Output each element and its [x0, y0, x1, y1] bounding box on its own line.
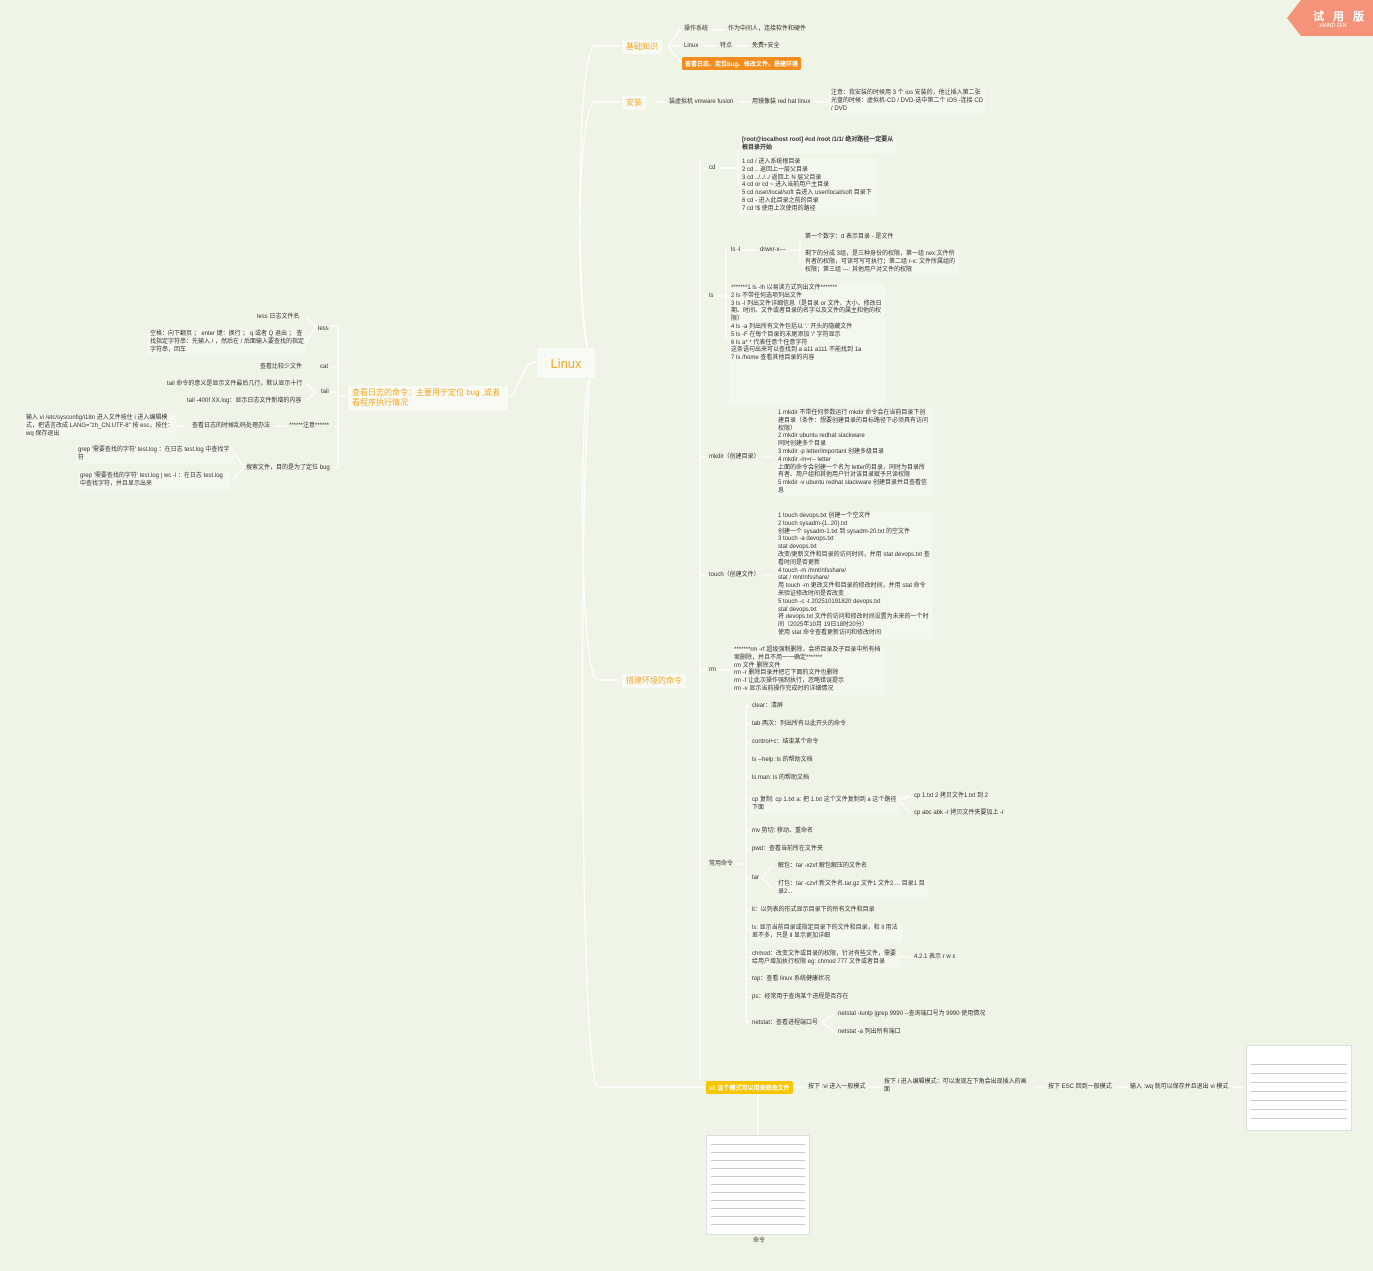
node-install-image[interactable]: 用镜像装 red hat linux	[752, 99, 811, 105]
node-purpose-highlight[interactable]: 查看日志、定位bug、修改文件、搭建环境	[682, 57, 801, 70]
node-install-vm[interactable]: 装虚拟机 vmware fusion	[669, 99, 734, 105]
node-vi-step3[interactable]: 按下 ESC 回到一般模式	[1048, 1084, 1112, 1090]
node-tar-pack[interactable]: 打包：tar -czvf 新文件名.tar.gz 文件1 文件2 ... 目录1…	[776, 880, 928, 898]
branch-basics[interactable]: 基础知识	[622, 40, 662, 54]
node-man[interactable]: ls man: ls 的帮助文档	[752, 775, 810, 781]
node-cp2[interactable]: cp abc abk -r 拷贝文件夹要加上 -r	[914, 810, 1005, 816]
node-cd-head[interactable]: [root@localhost root] #cd /root /1/1/ 绝对…	[740, 136, 896, 154]
node-mkdir[interactable]: mkdir（创建目录）	[709, 454, 760, 460]
central-topic[interactable]: Linux	[536, 347, 596, 379]
node-ls-first-digit[interactable]: 第一个数字：d 表示目录 - 是文件	[805, 234, 894, 240]
node-cat[interactable]: cat	[320, 364, 329, 370]
node-ls-perm-desc[interactable]: 剩下的分成 3组，是三种身份的权限，第一组 rwx:文件所有者的权限，可读可写可…	[803, 250, 959, 276]
node-os-desc[interactable]: 作为中间人，连接软件和硬件	[728, 26, 807, 32]
node-netstat-grep[interactable]: netstat -tunlp |grep 9990 --查询端口号为 9990 …	[838, 1011, 986, 1017]
node-grep1[interactable]: grep '需要查找的字符' test.log ：在日志 test.log 中查…	[76, 446, 234, 464]
node-touch[interactable]: touch（创建文件）	[709, 572, 760, 578]
trial-badge-subtitle: XMIND ZEN	[1319, 23, 1347, 29]
node-note-label[interactable]: ******注意******	[289, 423, 330, 429]
command-table-caption: 命令	[753, 1238, 766, 1244]
node-tab[interactable]: tab 两次：列出所有以此开头的命令	[752, 721, 847, 727]
node-chmod[interactable]: chmod：改变文件或目录的权限，针对有些文件，需要给用户增加执行权限 eg: …	[750, 950, 900, 968]
node-less-file[interactable]: less 日志文件名	[257, 314, 300, 320]
node-vi-step1[interactable]: 按下 :vi 进入一般模式	[808, 1084, 866, 1090]
node-netstat-all[interactable]: netstat -a 列出所有端口	[838, 1029, 901, 1035]
node-ls-compare[interactable]: ls: 显示当前目录或指定目录下的文件和目录，和 ll 用法差不多，只是 ll …	[750, 924, 902, 942]
branch-env[interactable]: 搭建环境的命令	[622, 674, 686, 688]
node-ctrlc[interactable]: control+c：结束某个命令	[752, 739, 819, 745]
node-netstat[interactable]: netstat：查看进程端口号	[752, 1020, 819, 1026]
node-vi-step2[interactable]: 按下 i 进入编辑模式：可以发现左下角会出现插入的画面	[884, 1079, 1027, 1093]
node-garbled[interactable]: 查看日志的时候乱码处理办法	[192, 423, 271, 429]
branch-logs[interactable]: 查看日志的命令：主要用于定位 bug ,或者看程序执行情况	[348, 386, 508, 410]
node-less-keys[interactable]: 空格：向下翻页 ； enter 键：换行 ； q 或者 Q 退出 ； 查找指定字…	[148, 330, 306, 356]
node-ls-perm[interactable]: drwxr-x---	[760, 247, 786, 253]
node-ps[interactable]: ps：经常用于查询某个进程是否存在	[752, 994, 849, 1000]
node-tail[interactable]: tail	[321, 389, 329, 395]
node-rm[interactable]: rm	[709, 667, 716, 673]
node-ls-items[interactable]: *******1 ls -lh 以易读方式列出文件******* 2 ls 不带…	[729, 284, 885, 406]
node-pwd[interactable]: pwd：查看当前所在文件夹	[752, 846, 824, 852]
node-vi-step4[interactable]: 输入 :wq 就可以保存并且退出 vi 模式	[1130, 1084, 1229, 1090]
node-cd[interactable]: cd	[709, 165, 716, 171]
node-tail-desc2[interactable]: tail -400f XX.log：显示日志文件新增的内容	[187, 398, 302, 404]
node-linux[interactable]: Linux	[684, 43, 699, 49]
node-cp1[interactable]: cp 1.txt 2 拷贝文件1.txt 到 2	[914, 793, 989, 799]
node-ls[interactable]: ls	[709, 293, 714, 299]
node-ll[interactable]: ll：以列表的形式显示目录下的所有文件和目录	[752, 907, 875, 913]
trial-badge: 试 用 版 XMIND ZEN	[1287, 0, 1373, 36]
vi-command-table-image[interactable]	[1246, 1045, 1352, 1131]
node-cat-desc[interactable]: 查看比较少文件	[260, 364, 303, 370]
node-grep2[interactable]: grep '需要查找的字符' test.log | wc -l ：在日志 tes…	[78, 472, 230, 490]
node-chmod-note[interactable]: 4.2.1 表示 r w x	[914, 954, 956, 960]
node-feature[interactable]: 特点	[720, 43, 733, 49]
node-feature-value[interactable]: 免费+安全	[752, 43, 780, 49]
node-cp[interactable]: cp 复制: cp 1.txt a: 把 1.txt 这个文件复制到 a 这个路…	[750, 796, 900, 814]
branch-vi[interactable]: vi: 这个模式可以用来修改文件	[706, 1081, 793, 1094]
node-less[interactable]: less	[318, 326, 329, 332]
node-cd-items[interactable]: 1 cd / 进入系统根目录 2 cd .. 返回上一层父目录 3 cd ../…	[740, 158, 876, 215]
node-ls-l[interactable]: ls -l	[731, 247, 741, 253]
node-search[interactable]: 搜索文件，目的是为了定位 bug	[246, 465, 330, 471]
node-top[interactable]: top：查看 linux 系统健康状况	[752, 976, 831, 982]
node-garbled-fix[interactable]: 输入 vi /etc/sysconfig/i18n 进入文件按住 i 进入编辑模…	[24, 414, 176, 440]
node-tar[interactable]: tar	[752, 875, 760, 881]
node-tar-unpack[interactable]: 解包：tar -xzvf 解包解压的文件名	[778, 863, 868, 869]
branch-install[interactable]: 安装	[622, 96, 646, 110]
node-help[interactable]: ls --help :ls 的帮助文档	[752, 757, 813, 763]
command-table-image[interactable]	[706, 1135, 810, 1235]
node-common[interactable]: 常用命令	[709, 861, 734, 867]
node-mkdir-items[interactable]: 1 mkdir 不带任何参数运行 mkdir 命令会在当前目录下创建目录（条件：…	[776, 409, 932, 497]
trial-badge-title: 试 用 版	[1313, 11, 1368, 23]
node-clear[interactable]: clear：清屏	[752, 703, 784, 709]
node-touch-items[interactable]: 1 touch devops.txt 创建一个空文件 2 touch sysad…	[776, 512, 932, 639]
node-install-note[interactable]: 注意：我安装的时候用 3 个 ios 安装的，他让插入第二张光盘的时候：虚拟机-…	[829, 89, 985, 115]
node-os[interactable]: 操作系统	[684, 26, 709, 32]
node-tail-desc1[interactable]: tail 命令的意义是显示文件最后几行，默认显示十行	[167, 381, 303, 387]
node-rm-items[interactable]: *******rm -rf 超级强制删除，会将目录及子目录中所有档案删除，并且不…	[732, 646, 884, 695]
node-mv[interactable]: mv 剪切: 移动、重命名	[752, 828, 813, 834]
